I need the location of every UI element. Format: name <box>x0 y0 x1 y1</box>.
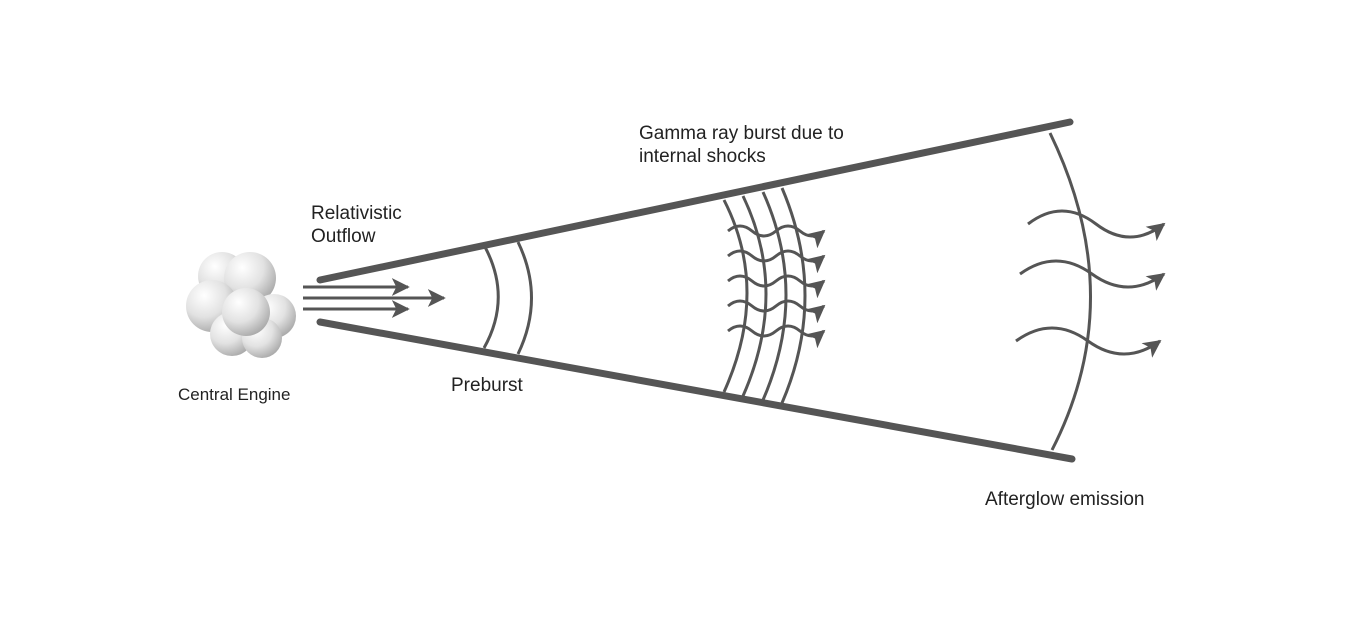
central-engine-label: Central Engine <box>178 385 291 404</box>
wavy-arrow-icon <box>1015 326 1162 358</box>
gamma-ray-burst-line-1: Gamma ray burst due to <box>639 123 844 144</box>
relativistic-outflow-line-1: Relativistic <box>311 203 402 224</box>
afterglow-wave-arrows <box>1015 209 1166 358</box>
wavy-arrow-icon <box>1027 209 1166 241</box>
gamma-ray-burst-line-2: internal shocks <box>639 146 766 167</box>
internal-shock-shells <box>722 187 807 404</box>
jet-cone <box>316 118 1076 463</box>
afterglow-front <box>1048 132 1092 451</box>
shock-shell <box>722 199 749 393</box>
wavy-arrow-icon <box>727 324 826 349</box>
wavy-arrow-icon <box>1019 259 1166 291</box>
cloud-cluster-icon <box>186 252 296 358</box>
outflow-arrows <box>303 278 446 318</box>
relativistic-outflow-line-2: Outflow <box>311 226 376 247</box>
gamma-wave-arrows <box>727 224 826 349</box>
wavy-arrow-icon <box>727 274 826 299</box>
relativistic-outflow-label: Relativistic Outflow <box>311 202 402 248</box>
preburst-shell <box>482 246 500 349</box>
wavy-arrow-icon <box>727 249 826 274</box>
wavy-arrow-icon <box>727 299 826 324</box>
wavy-arrow-icon <box>727 224 826 249</box>
cone-lower-wall <box>316 318 1076 463</box>
cone-upper-wall <box>316 118 1074 284</box>
preburst-label: Preburst <box>451 375 523 396</box>
gamma-ray-burst-label: Gamma ray burst due to internal shocks <box>639 122 844 168</box>
preburst-shell <box>516 241 533 355</box>
shock-shell <box>761 191 788 401</box>
shock-shell <box>741 195 768 397</box>
preburst-shells <box>482 241 533 355</box>
shock-shell <box>780 187 807 404</box>
afterglow-emission-label: Afterglow emission <box>985 489 1145 510</box>
